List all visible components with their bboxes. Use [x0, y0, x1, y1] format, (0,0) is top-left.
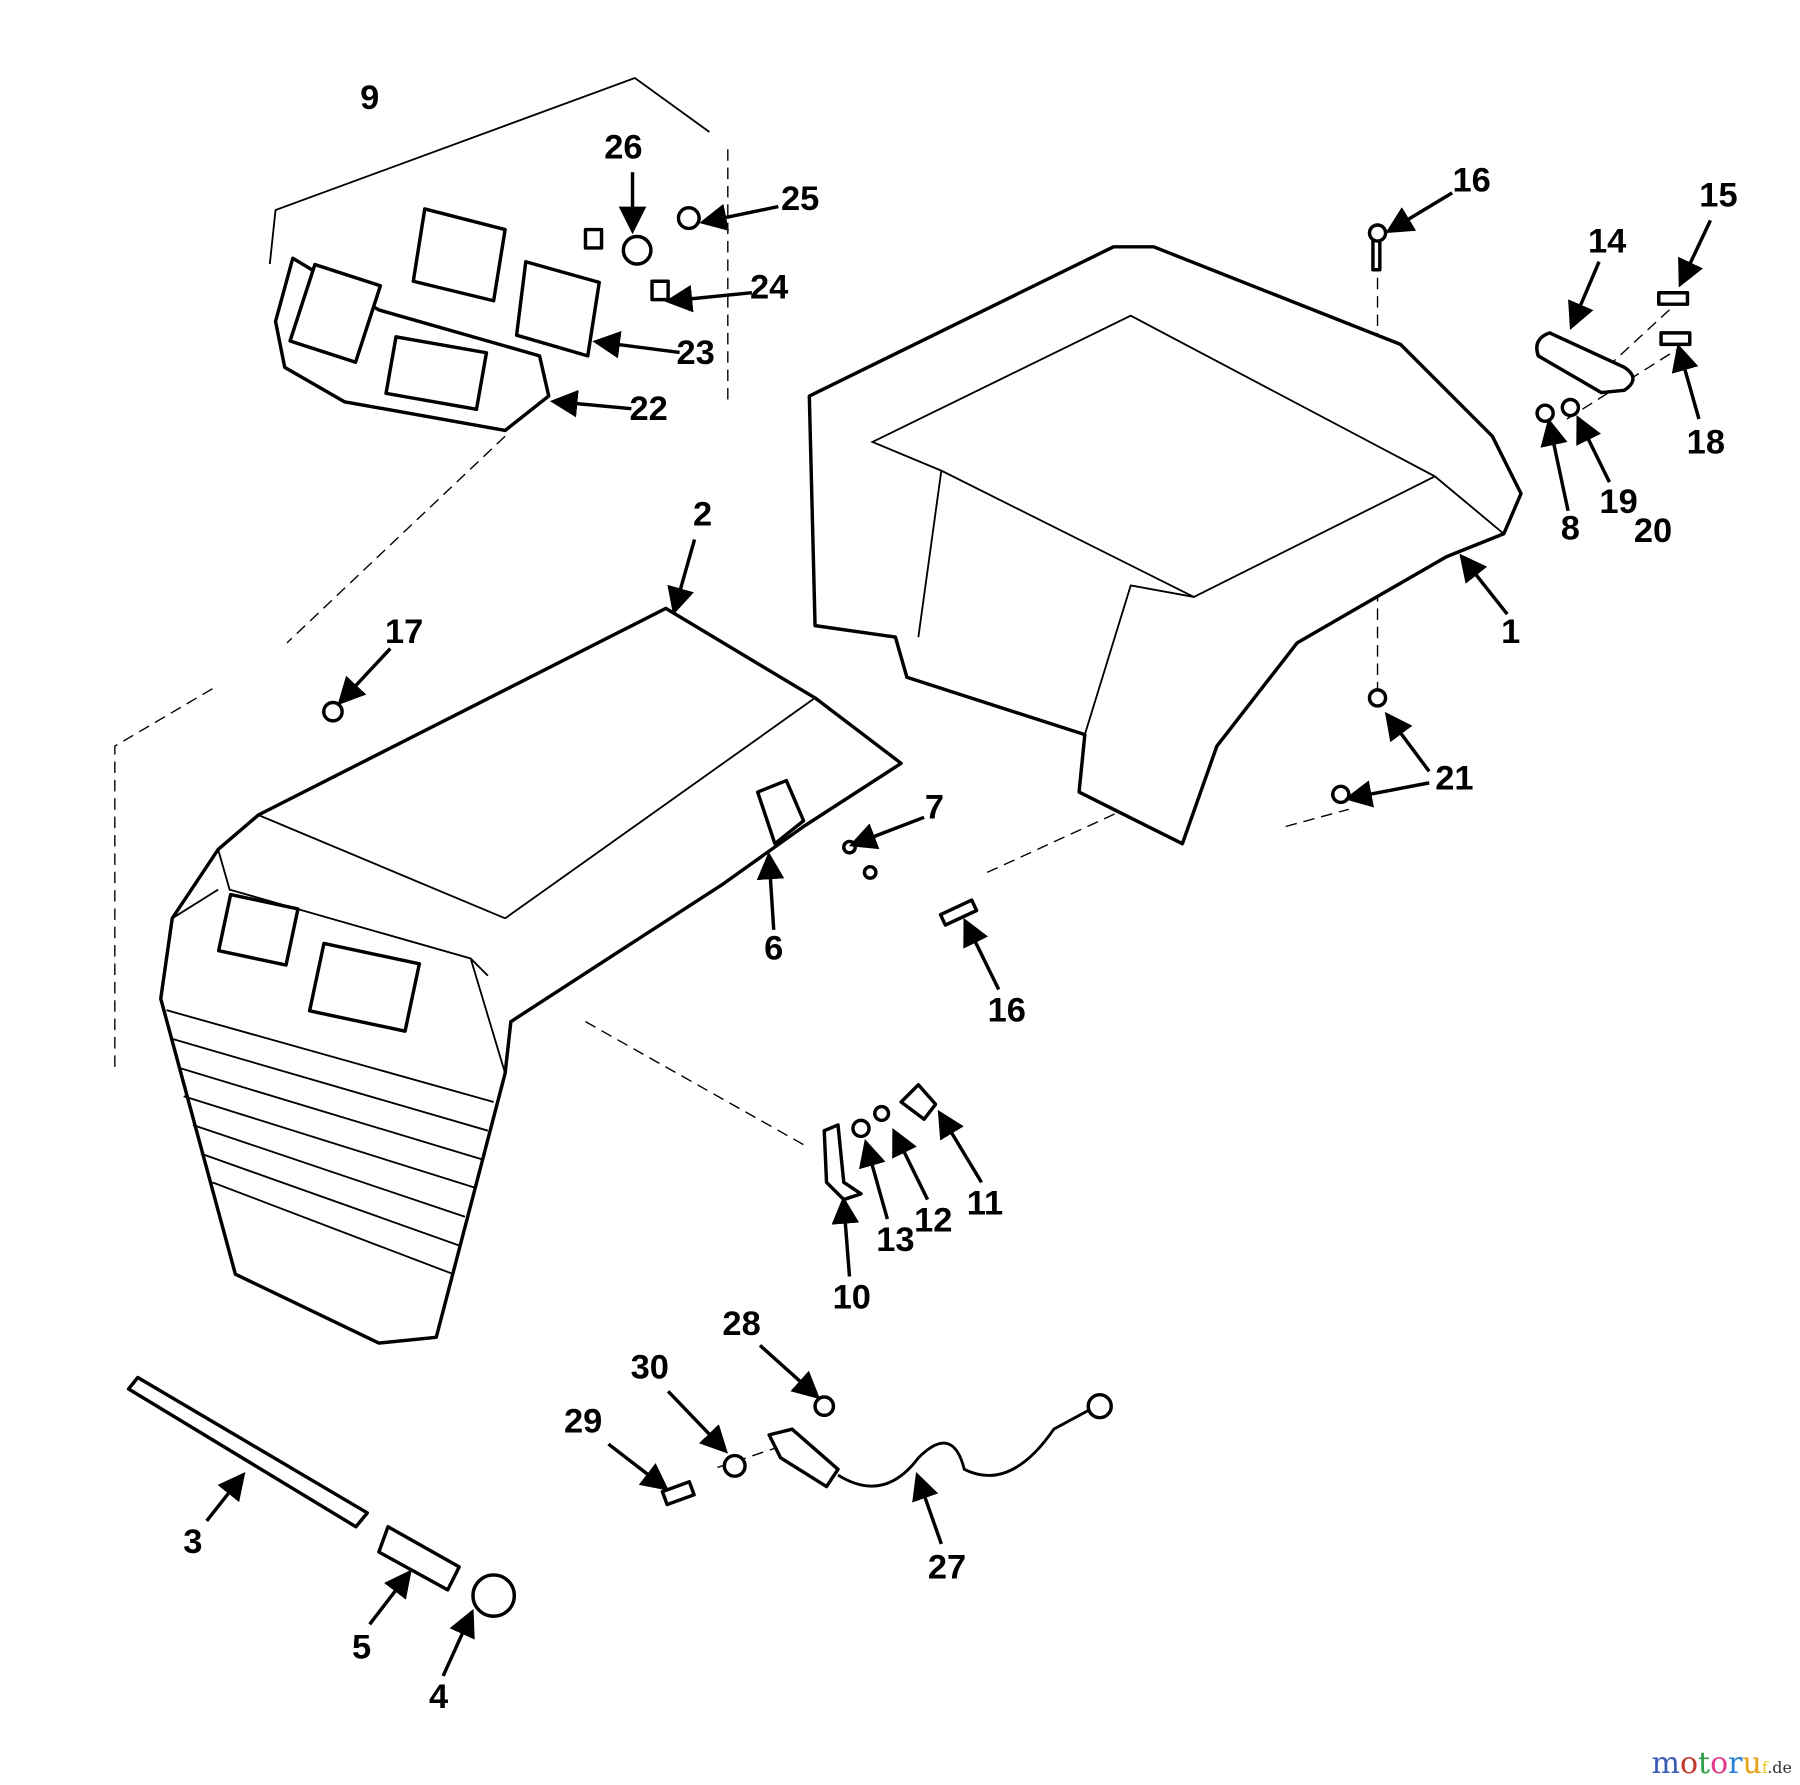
- callout-arrow-21: [1384, 711, 1431, 773]
- callout-label-28: 28: [722, 1305, 760, 1343]
- callout-label-24: 24: [750, 268, 788, 306]
- callout-label-6: 6: [764, 930, 783, 968]
- callout-label-11: 11: [967, 1184, 1003, 1222]
- callout-label-2: 2: [693, 496, 712, 534]
- callout-label-3: 3: [183, 1523, 202, 1561]
- callout-arrow-11: [937, 1109, 983, 1184]
- callout-arrow-14: [1568, 261, 1601, 331]
- watermark-letter: t: [1698, 1746, 1711, 1781]
- callout-label-30: 30: [631, 1349, 669, 1387]
- callout-label-21: 21: [1435, 760, 1473, 798]
- callout-label-29: 29: [564, 1403, 602, 1441]
- grille-lines: [166, 1009, 494, 1276]
- callout-arrow-16: [963, 917, 1001, 991]
- callout-arrow-16: [1385, 191, 1454, 234]
- callout-arrow-8: [1540, 417, 1570, 512]
- callout-arrow-25: [699, 203, 779, 231]
- callout-arrow-3: [205, 1471, 246, 1523]
- callout-arrow-12: [892, 1127, 930, 1201]
- callout-label-10: 10: [833, 1279, 871, 1317]
- callout-arrow-10: [831, 1196, 860, 1277]
- hood: [159, 606, 903, 1345]
- fender: [807, 245, 1523, 846]
- callout-label-16: 16: [1453, 162, 1491, 200]
- callout-label-26: 26: [604, 128, 642, 166]
- callout-arrow-22: [549, 389, 632, 418]
- callout-label-7: 7: [925, 788, 944, 826]
- callout-label-17: 17: [385, 613, 423, 651]
- callout-label-25: 25: [781, 180, 819, 218]
- watermark-letter: m: [1651, 1746, 1680, 1781]
- callout-label-12: 12: [914, 1202, 952, 1240]
- callout-label-1: 1: [1501, 613, 1520, 651]
- callout-label-19: 19: [1599, 483, 1637, 521]
- callout-arrow-23: [592, 331, 680, 359]
- callout-arrow-7: [848, 815, 925, 850]
- watermark-letter: u: [1742, 1746, 1762, 1781]
- headlight-assembly: [268, 77, 710, 433]
- watermark-letter: o: [1710, 1746, 1729, 1781]
- callout-arrow-29: [607, 1442, 669, 1491]
- callout-label-20: 20: [1634, 512, 1672, 550]
- watermark-letter: f: [1761, 1758, 1768, 1777]
- callout-label-18: 18: [1687, 423, 1725, 461]
- callout-arrow-18: [1671, 343, 1701, 420]
- callout-label-16: 16: [988, 992, 1026, 1030]
- callout-arrow-28: [758, 1344, 821, 1400]
- callout-arrow-6: [756, 851, 785, 930]
- callout-label-15: 15: [1699, 177, 1737, 215]
- callout-label-23: 23: [677, 334, 715, 372]
- watermark-letter: o: [1679, 1746, 1699, 1781]
- callout-label-14: 14: [1588, 223, 1626, 261]
- callout-arrow-24: [664, 284, 753, 313]
- callout-label-13: 13: [876, 1221, 914, 1259]
- callout-arrow-1: [1459, 553, 1509, 616]
- callout-arrow-5: [368, 1569, 412, 1626]
- callout-label-22: 22: [629, 390, 667, 428]
- callout-arrow-4: [441, 1608, 475, 1677]
- callout-label-8: 8: [1561, 510, 1580, 548]
- callout-arrow-15: [1678, 219, 1712, 288]
- motoruf-watermark: motoruf.de: [1651, 1746, 1792, 1781]
- callout-label-4: 4: [429, 1678, 448, 1716]
- callout-arrow-13: [859, 1138, 890, 1220]
- callout-label-27: 27: [928, 1548, 966, 1586]
- callout-arrow-30: [666, 1390, 728, 1454]
- callout-label-9: 9: [360, 79, 379, 117]
- callout-arrow-21b: [1344, 780, 1430, 808]
- callout-arrow-2: [667, 539, 697, 616]
- watermark-letter: r: [1728, 1746, 1743, 1781]
- callout-arrow-27: [912, 1472, 943, 1545]
- hardware: [126, 223, 1692, 1618]
- callout-label-5: 5: [352, 1629, 371, 1667]
- callout-arrow-19: [1576, 415, 1611, 483]
- callout-arrow-17: [337, 647, 392, 706]
